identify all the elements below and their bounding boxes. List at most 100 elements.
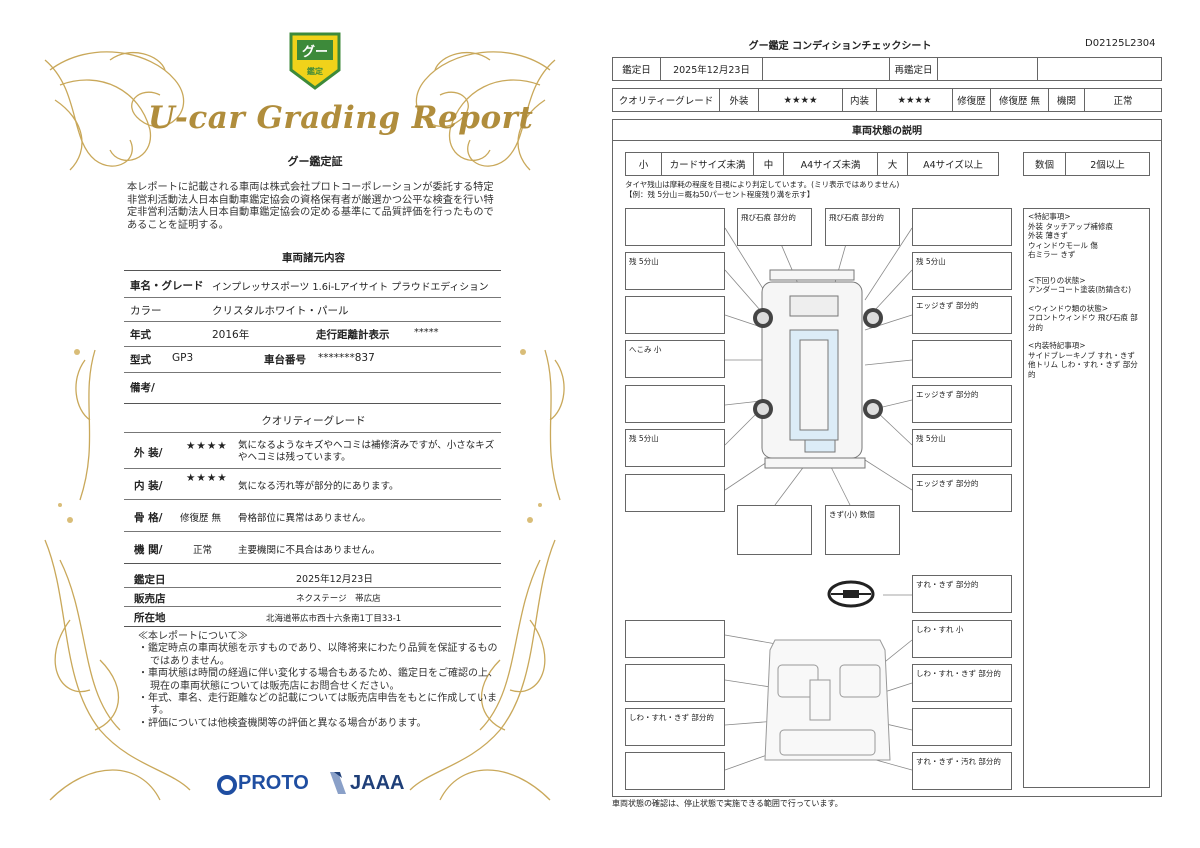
cell: 小 (626, 153, 662, 175)
engine-desc: 主要機関に不具合はありません。 (238, 545, 381, 556)
divider (124, 403, 501, 404)
comment-box: 残 5分山 (912, 429, 1012, 467)
svg-text:鑑定: 鑑定 (307, 66, 323, 76)
certificate-body: 本レポートに記載される車両は株式会社プロトコーポレーションが委託する特定非営利活… (127, 182, 494, 231)
comment-box: エッジきず 部分的 (912, 385, 1012, 423)
notes-line: 右ミラー きず (1028, 250, 1076, 259)
svg-text:グー: グー (302, 44, 328, 60)
comment-box (625, 208, 725, 246)
comment-box: すれ・きず・汚れ 部分的 (912, 752, 1012, 790)
goo-appraisal-badge-icon: グー 鑑定 (289, 32, 341, 90)
divider (124, 563, 501, 564)
footer-note: 車両状態の確認は、停止状態で実施できる範囲で行っています。 (612, 799, 843, 808)
notes-line: 他トリム しわ・すれ・きず 部分的 (1028, 360, 1138, 379)
notes-group: <特記事項> 外装 タッチアップ補修痕 外装 薄きず ウィンドウモール 傷 右ミ… (1028, 212, 1145, 260)
cell: 数個 (1024, 153, 1066, 175)
report-script-title: U-car Grading Report (148, 100, 534, 136)
notes-group: <内装特記事項> サイドブレーキノブ すれ・きず 他トリム しわ・すれ・きず 部… (1028, 341, 1145, 379)
engine-value: 正常 (193, 545, 213, 556)
comment-box: エッジきず 部分的 (912, 474, 1012, 512)
cell: 2025年12月23日 (661, 58, 763, 80)
cell: 2個以上 (1090, 160, 1125, 171)
divider (124, 499, 501, 500)
comment-box (912, 708, 1012, 746)
comment-box: へこみ 小 (625, 340, 725, 378)
notes-line: アンダーコート塗装(防錆含む) (1028, 285, 1132, 294)
cell: 鑑定日 (613, 58, 661, 80)
color-value: クリスタルホワイト・パール (212, 305, 349, 317)
divider (124, 372, 501, 373)
comment-box (625, 385, 725, 423)
tire-note-line: 【例：残 5分山＝概ね50パーセント程度残り溝を示す】 (625, 189, 815, 199)
notice-item: ・年式、車名、走行距離などの記載については販売店申告をもとに作成しています。 (138, 693, 497, 717)
comment-box: しわ・すれ 小 (912, 620, 1012, 658)
address-label: 所在地 (134, 612, 166, 624)
cell: カードサイズ未満 (662, 153, 754, 175)
odometer-label: 走行距離計表示 (316, 329, 390, 341)
divider (124, 321, 501, 322)
tire-note: タイヤ残山は摩耗の程度を目視により判定しています。(ミリ表示ではありません) 【… (625, 180, 899, 199)
divider (124, 606, 501, 607)
year-value: 2016年 (212, 329, 250, 341)
appraisal-date-row: 鑑定日 2025年12月23日 再鑑定日 (612, 57, 1162, 81)
quality-grade-row: クオリティーグレード 外装 ★★★★ 内装 ★★★★ 修復歴 修復歴 無 機関 … (612, 88, 1162, 112)
proto-logo-icon (217, 775, 237, 795)
comment-box: エッジきず 部分的 (912, 296, 1012, 334)
divider (124, 468, 501, 469)
dealer-value: ネクステージ 帯広店 (296, 594, 381, 604)
comment-box (625, 296, 725, 334)
comment-box (625, 620, 725, 658)
divider (124, 270, 501, 271)
comment-box: 残 5分山 (625, 252, 725, 290)
cell: 機関 (1049, 89, 1085, 111)
car-name-label: 車名・グレード (130, 280, 204, 292)
cell: 再鑑定日 (890, 58, 938, 80)
cell (763, 58, 890, 80)
divider (124, 531, 501, 532)
condition-description-title: 車両状態の説明 (612, 119, 1162, 141)
jaaa-logo-text: JAAA (350, 772, 405, 794)
condition-check-sheet: グー鑑定 コンディションチェックシート D02125L2304 鑑定日 2025… (600, 0, 1200, 848)
cell: 正常 (1113, 96, 1133, 107)
interior-stars: ★★★★ (186, 472, 228, 484)
cell: 内装 (843, 89, 877, 111)
cell: 大 (878, 153, 908, 175)
notes-line: <特記事項> (1028, 212, 1071, 221)
appraisal-date-label: 鑑定日 (134, 574, 166, 586)
notes-group: <ウィンドウ類の状態> フロントウィンドウ 飛び石痕 部分的 (1028, 304, 1145, 333)
comment-box: 飛び石痕 部分的 (825, 208, 900, 246)
spec-section-title: 車両諸元内容 (282, 252, 345, 264)
cell: クオリティーグレード (613, 89, 720, 111)
grading-certificate: グー 鑑定 U-car Grading Report グー鑑定証 本レポートに記… (44, 32, 565, 801)
notes-group: <下回りの状態> アンダーコート塗装(防錆含む) (1028, 276, 1145, 295)
comment-box (912, 340, 1012, 378)
interior-desc: 気になる汚れ等が部分的にあります。 (238, 481, 399, 492)
divider (124, 297, 501, 298)
exterior-stars: ★★★★ (186, 440, 228, 452)
notes-line: サイドブレーキノブ すれ・きず (1028, 350, 1135, 360)
cell (938, 58, 1038, 80)
chassis-value: *******837 (318, 352, 375, 364)
notice-item: ・評価については他検査機関等の評価と異なる場合があります。 (138, 717, 427, 729)
comment-box: 残 5分山 (912, 252, 1012, 290)
divider (124, 626, 501, 627)
notes-line: 外装 タッチアップ補修痕 (1028, 221, 1113, 231)
notes-line: 外装 薄きず (1028, 231, 1068, 240)
certificate-title: グー鑑定証 (287, 155, 343, 168)
tire-note-line: タイヤ残山は摩耗の程度を目視により判定しています。(ミリ表示ではありません) (625, 180, 900, 189)
vehicle-diagram (724, 227, 913, 771)
document-id: D02125L2304 (1085, 38, 1156, 49)
model-value: GP3 (172, 352, 194, 364)
ornament-frame (44, 51, 565, 801)
model-label: 型式 (130, 354, 151, 366)
frame-value: 修復歴 無 (180, 513, 222, 524)
count-legend: 数個 2個以上 (1023, 152, 1150, 176)
comment-box (912, 208, 1012, 246)
divider (124, 346, 501, 347)
comment-box: しわ・すれ・きず 部分的 (625, 708, 725, 746)
cell: A4サイズ未満 (784, 153, 878, 175)
quality-section-title: クオリティーグレード (261, 415, 366, 427)
divider (124, 587, 501, 588)
notes-line: <内装特記事項> (1028, 341, 1086, 350)
cell: 外装 (720, 89, 759, 111)
